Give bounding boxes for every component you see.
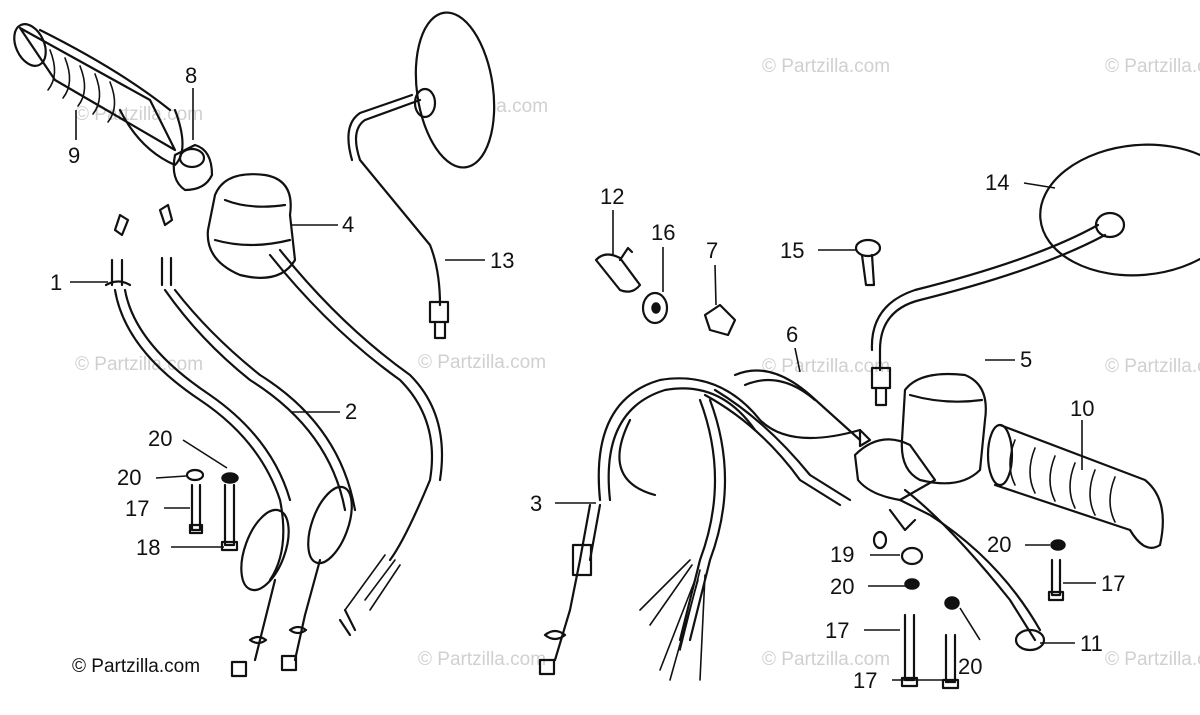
left-grip-part bbox=[13, 23, 184, 167]
right-cables-part bbox=[538, 369, 888, 681]
callout-20: 20 bbox=[148, 426, 172, 451]
callout-16: 16 bbox=[651, 220, 675, 245]
watermark: © Partzilla.com bbox=[762, 56, 890, 77]
watermark: © Partzilla.com bbox=[75, 104, 203, 125]
callout-18: 18 bbox=[136, 535, 160, 560]
callout-20: 20 bbox=[958, 654, 982, 679]
left-mirror-part bbox=[347, 11, 496, 340]
callout-19: 19 bbox=[830, 542, 854, 567]
watermark: © Partzilla.com bbox=[418, 649, 546, 670]
callout-5: 5 bbox=[1020, 347, 1032, 372]
left-cables-part bbox=[104, 203, 444, 678]
right-small-parts bbox=[900, 539, 1066, 690]
right-switch-housing-part bbox=[900, 372, 987, 485]
right-mirror-part bbox=[870, 143, 1200, 407]
callout-14: 14 bbox=[985, 170, 1009, 195]
callout-numbers: 1 2 3 4 5 6 7 8 9 10 11 12 13 14 15 16 1… bbox=[50, 63, 1125, 693]
callout-11: 11 bbox=[1080, 631, 1103, 656]
callout-3: 3 bbox=[530, 491, 542, 516]
throttle-collar-part bbox=[172, 143, 214, 192]
adapter-bolt-part bbox=[594, 246, 642, 293]
brake-lever-part bbox=[853, 438, 1046, 652]
callout-20: 20 bbox=[117, 465, 141, 490]
callout-13: 13 bbox=[490, 248, 514, 273]
mirror-bolt-part bbox=[854, 238, 882, 287]
watermark: © Partzilla.com bbox=[762, 356, 890, 377]
watermark: © Partzilla.com bbox=[1105, 356, 1200, 377]
leader-lines bbox=[70, 88, 1096, 681]
callout-17: 17 bbox=[1101, 571, 1125, 596]
callout-6: 6 bbox=[786, 322, 798, 347]
callout-8: 8 bbox=[185, 63, 197, 88]
washer-part bbox=[641, 291, 669, 325]
callout-1: 1 bbox=[50, 270, 62, 295]
watermark: © Partzilla.com bbox=[1105, 649, 1200, 670]
watermarks: © Partzilla.com © Partzilla.com © Partzi… bbox=[75, 56, 1200, 670]
callout-12: 12 bbox=[600, 184, 624, 209]
watermark: © Partzilla.com bbox=[762, 649, 890, 670]
callout-2: 2 bbox=[345, 399, 357, 424]
watermark: © Partzilla.com bbox=[75, 354, 203, 375]
right-grip-part bbox=[986, 423, 1164, 549]
callout-9: 9 bbox=[68, 143, 80, 168]
callout-17: 17 bbox=[125, 496, 149, 521]
watermark: © Partzilla.com bbox=[1105, 56, 1200, 77]
callout-7: 7 bbox=[706, 238, 718, 263]
callout-17: 17 bbox=[825, 618, 849, 643]
left-switch-housing-part bbox=[206, 173, 297, 279]
watermark: © Partzilla.com bbox=[418, 352, 546, 373]
callout-20: 20 bbox=[987, 532, 1011, 557]
left-small-parts bbox=[185, 468, 239, 552]
copyright-text: © Partzilla.com bbox=[72, 656, 200, 677]
callout-17: 17 bbox=[853, 668, 877, 693]
callout-4: 4 bbox=[342, 212, 354, 237]
callout-20: 20 bbox=[830, 574, 854, 599]
clamp-part bbox=[703, 303, 737, 337]
callout-10: 10 bbox=[1070, 396, 1094, 421]
callout-15: 15 bbox=[780, 238, 804, 263]
